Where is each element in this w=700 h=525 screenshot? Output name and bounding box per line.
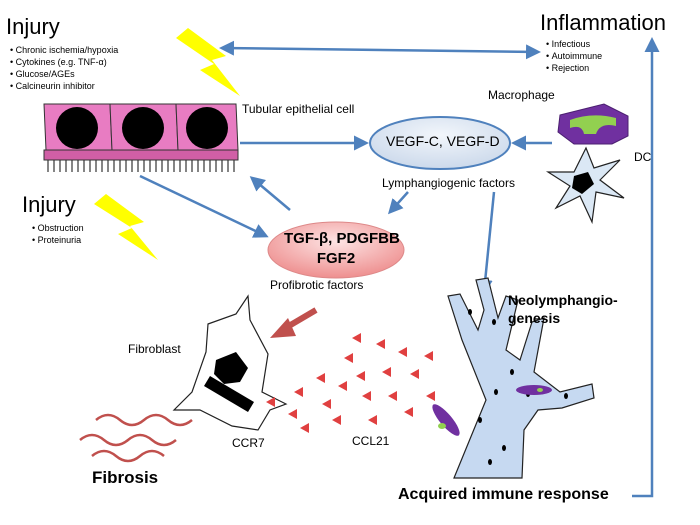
arrow-tgf-to-tubular bbox=[249, 176, 291, 211]
injury-top-item: Chronic ischemia/hypoxia bbox=[10, 44, 119, 56]
fibrosis-label: Fibrosis bbox=[92, 468, 159, 487]
fibroblast-icon bbox=[172, 294, 288, 431]
injury-bottom-list: Obstruction Proteinuria bbox=[32, 222, 84, 246]
ccr7-label: CCR7 bbox=[232, 436, 265, 450]
dendritic-cell-nucleus bbox=[572, 172, 594, 194]
macrophage-icon bbox=[557, 103, 629, 145]
injury-bottom-title: Injury bbox=[22, 192, 76, 217]
neolymphangiogenesis-line2: genesis bbox=[508, 310, 561, 326]
fibrosis-fiber-icon bbox=[79, 413, 193, 463]
inflammation-list: Infectious Autoimmune Rejection bbox=[546, 38, 603, 74]
inflammation-item: Rejection bbox=[546, 62, 602, 74]
injury-bottom-item: Proteinuria bbox=[32, 234, 84, 246]
vegf-ellipse bbox=[369, 116, 511, 170]
acquired-immune-label: Acquired immune response bbox=[398, 486, 609, 503]
profibrotic-label: Profibrotic factors bbox=[270, 278, 364, 292]
dc-label: DC bbox=[634, 150, 652, 164]
lightning-icon bbox=[176, 28, 240, 96]
injury-top-item: Glucose/AGEs bbox=[10, 68, 118, 80]
injury-top-item: Cytokines (e.g. TNF-α) bbox=[10, 56, 118, 68]
tgf-ellipse bbox=[267, 221, 405, 279]
tubular-label: Tubular epithelial cell bbox=[242, 102, 355, 116]
arrow-profibrotic-to-fibroblast bbox=[270, 307, 318, 338]
tgf-label-line1: TGF-β, PDGFBB bbox=[284, 230, 400, 247]
vegf-label: VEGF-C, VEGF-D bbox=[386, 133, 500, 149]
lymphangiogenic-label: Lymphangiogenic factors bbox=[382, 176, 515, 190]
arrow-injury-inflammation bbox=[219, 40, 541, 60]
ccl21-chemokine-icon bbox=[266, 333, 435, 433]
injury-top-item: Calcineurin inhibitor bbox=[10, 80, 118, 92]
tgf-label-line2: FGF2 bbox=[316, 250, 356, 267]
macrophage-label: Macrophage bbox=[488, 88, 555, 102]
fibroblast-label: Fibroblast bbox=[128, 342, 181, 356]
tubular-cell-icon bbox=[43, 103, 239, 172]
injury-top-title: Injury bbox=[6, 14, 60, 39]
inflammation-item: Autoimmune bbox=[546, 50, 603, 62]
injury-bottom-item: Obstruction bbox=[32, 222, 84, 234]
lightning-icon bbox=[94, 194, 158, 260]
arrow-tubular-to-tgf bbox=[139, 174, 269, 238]
lymphatic-vessel-icon bbox=[432, 277, 595, 479]
arrow-vegf-to-neolymphangiogenesis bbox=[477, 191, 496, 295]
neolymphangiogenesis-line1: Neolymphangio- bbox=[508, 292, 618, 308]
ccl21-label: CCL21 bbox=[352, 434, 390, 448]
injury-top-list: Chronic ischemia/hypoxia Cytokines (e.g.… bbox=[10, 44, 119, 92]
arrow-lymphangiogenic-to-tgf bbox=[387, 191, 409, 215]
inflammation-item: Infectious bbox=[546, 38, 602, 50]
inflammation-title: Inflammation bbox=[540, 10, 666, 35]
arrow-acquired-to-inflammation bbox=[632, 37, 660, 498]
